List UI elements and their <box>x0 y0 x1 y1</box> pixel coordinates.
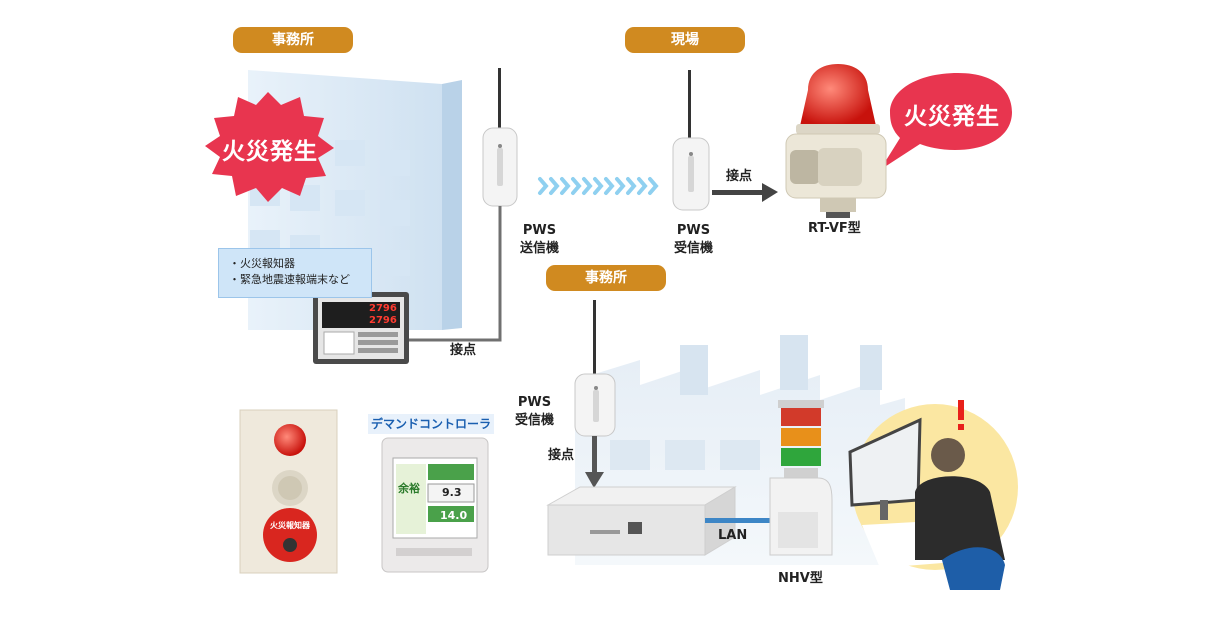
label-pws-receiver-site-line2: 受信機 <box>674 241 714 256</box>
pws-receiver-site <box>672 70 710 211</box>
wireless-signal-chevrons <box>538 177 659 195</box>
fire-text-right: 火災発生 <box>904 104 1000 130</box>
contact-arrow-down <box>585 436 604 488</box>
tag-site: 現場 <box>625 27 745 53</box>
label-contact-bottom-left: 接点 <box>450 343 477 358</box>
label-pws-transmitter-line2: 送信機 <box>520 241 560 256</box>
fire-alarm-panel <box>313 292 409 364</box>
tag-office-mid: 事務所 <box>546 265 666 291</box>
fire-text-left: 火災発生 <box>222 139 318 165</box>
label-lan: LAN <box>718 528 748 543</box>
fire-burst-left <box>205 92 334 202</box>
label-pws-receiver-site: PWS 受信機 <box>674 222 713 258</box>
demand-value-2: 14.0 <box>440 509 468 522</box>
label-pws-transmitter: PWS 送信機 <box>520 222 559 258</box>
panel-display-top: 2796 <box>369 303 397 314</box>
tag-office-top: 事務所 <box>233 27 353 53</box>
label-contact-down: 接点 <box>548 448 575 463</box>
info-item-1: ・火災報知器 <box>229 257 295 270</box>
label-demand-controller: デマンドコントローラ <box>368 414 494 434</box>
pws-transmitter <box>482 68 518 207</box>
demand-status: 余裕 <box>398 482 420 495</box>
fire-bubble-right <box>880 73 1012 170</box>
contact-wire-left <box>405 206 502 342</box>
label-pws-receiver-office-line2: 受信機 <box>515 413 555 428</box>
label-nhv: NHV型 <box>778 571 823 586</box>
panel-display-bottom: 2796 <box>369 315 397 326</box>
fire-alarm-device <box>239 409 338 574</box>
network-controller-box <box>546 486 737 556</box>
label-pws-receiver-office: PWS 受信機 <box>515 394 554 430</box>
label-rt-vf: RT-VF型 <box>808 221 861 236</box>
demand-value-1: 9.3 <box>442 486 462 499</box>
label-pws-transmitter-line1: PWS <box>522 223 557 238</box>
operator-scene <box>848 400 1018 590</box>
contact-arrow-top <box>712 183 778 202</box>
demand-controller-device <box>381 437 489 573</box>
rt-vf-signal-light <box>785 64 887 218</box>
label-pws-receiver-site-line1: PWS <box>676 223 711 238</box>
pws-receiver-office <box>574 300 616 437</box>
lan-cable <box>705 518 775 523</box>
nhv-signal-tower <box>769 400 833 556</box>
label-fire-alarm-button: 火災報知器 <box>270 521 310 530</box>
label-contact-top: 接点 <box>726 169 753 184</box>
label-pws-receiver-office-line1: PWS <box>517 395 552 410</box>
trigger-device-list: ・火災報知器 ・緊急地震速報端末など <box>218 248 372 298</box>
info-item-2: ・緊急地震速報端末など <box>229 273 350 286</box>
